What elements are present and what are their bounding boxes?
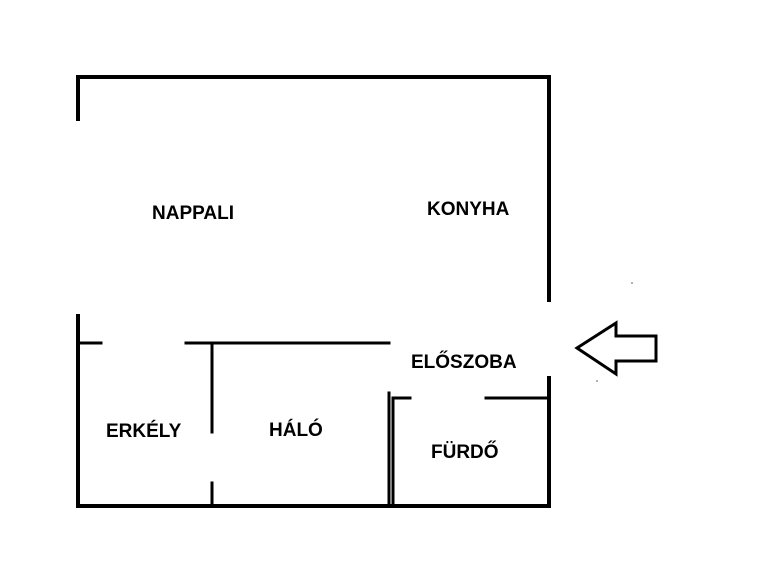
speck-dot (631, 282, 633, 284)
room-label-erkely: ERKÉLY (106, 420, 182, 442)
speck-dot (596, 380, 598, 382)
room-label-nappali: NAPPALI (152, 203, 234, 224)
room-label-konyha: KONYHA (427, 199, 510, 220)
room-label-furdo: FÜRDŐ (431, 441, 499, 463)
room-label-eloszoba: ELŐSZOBA (411, 351, 517, 373)
room-label-halo: HÁLÓ (269, 419, 323, 441)
left-arrow-icon (574, 320, 658, 377)
